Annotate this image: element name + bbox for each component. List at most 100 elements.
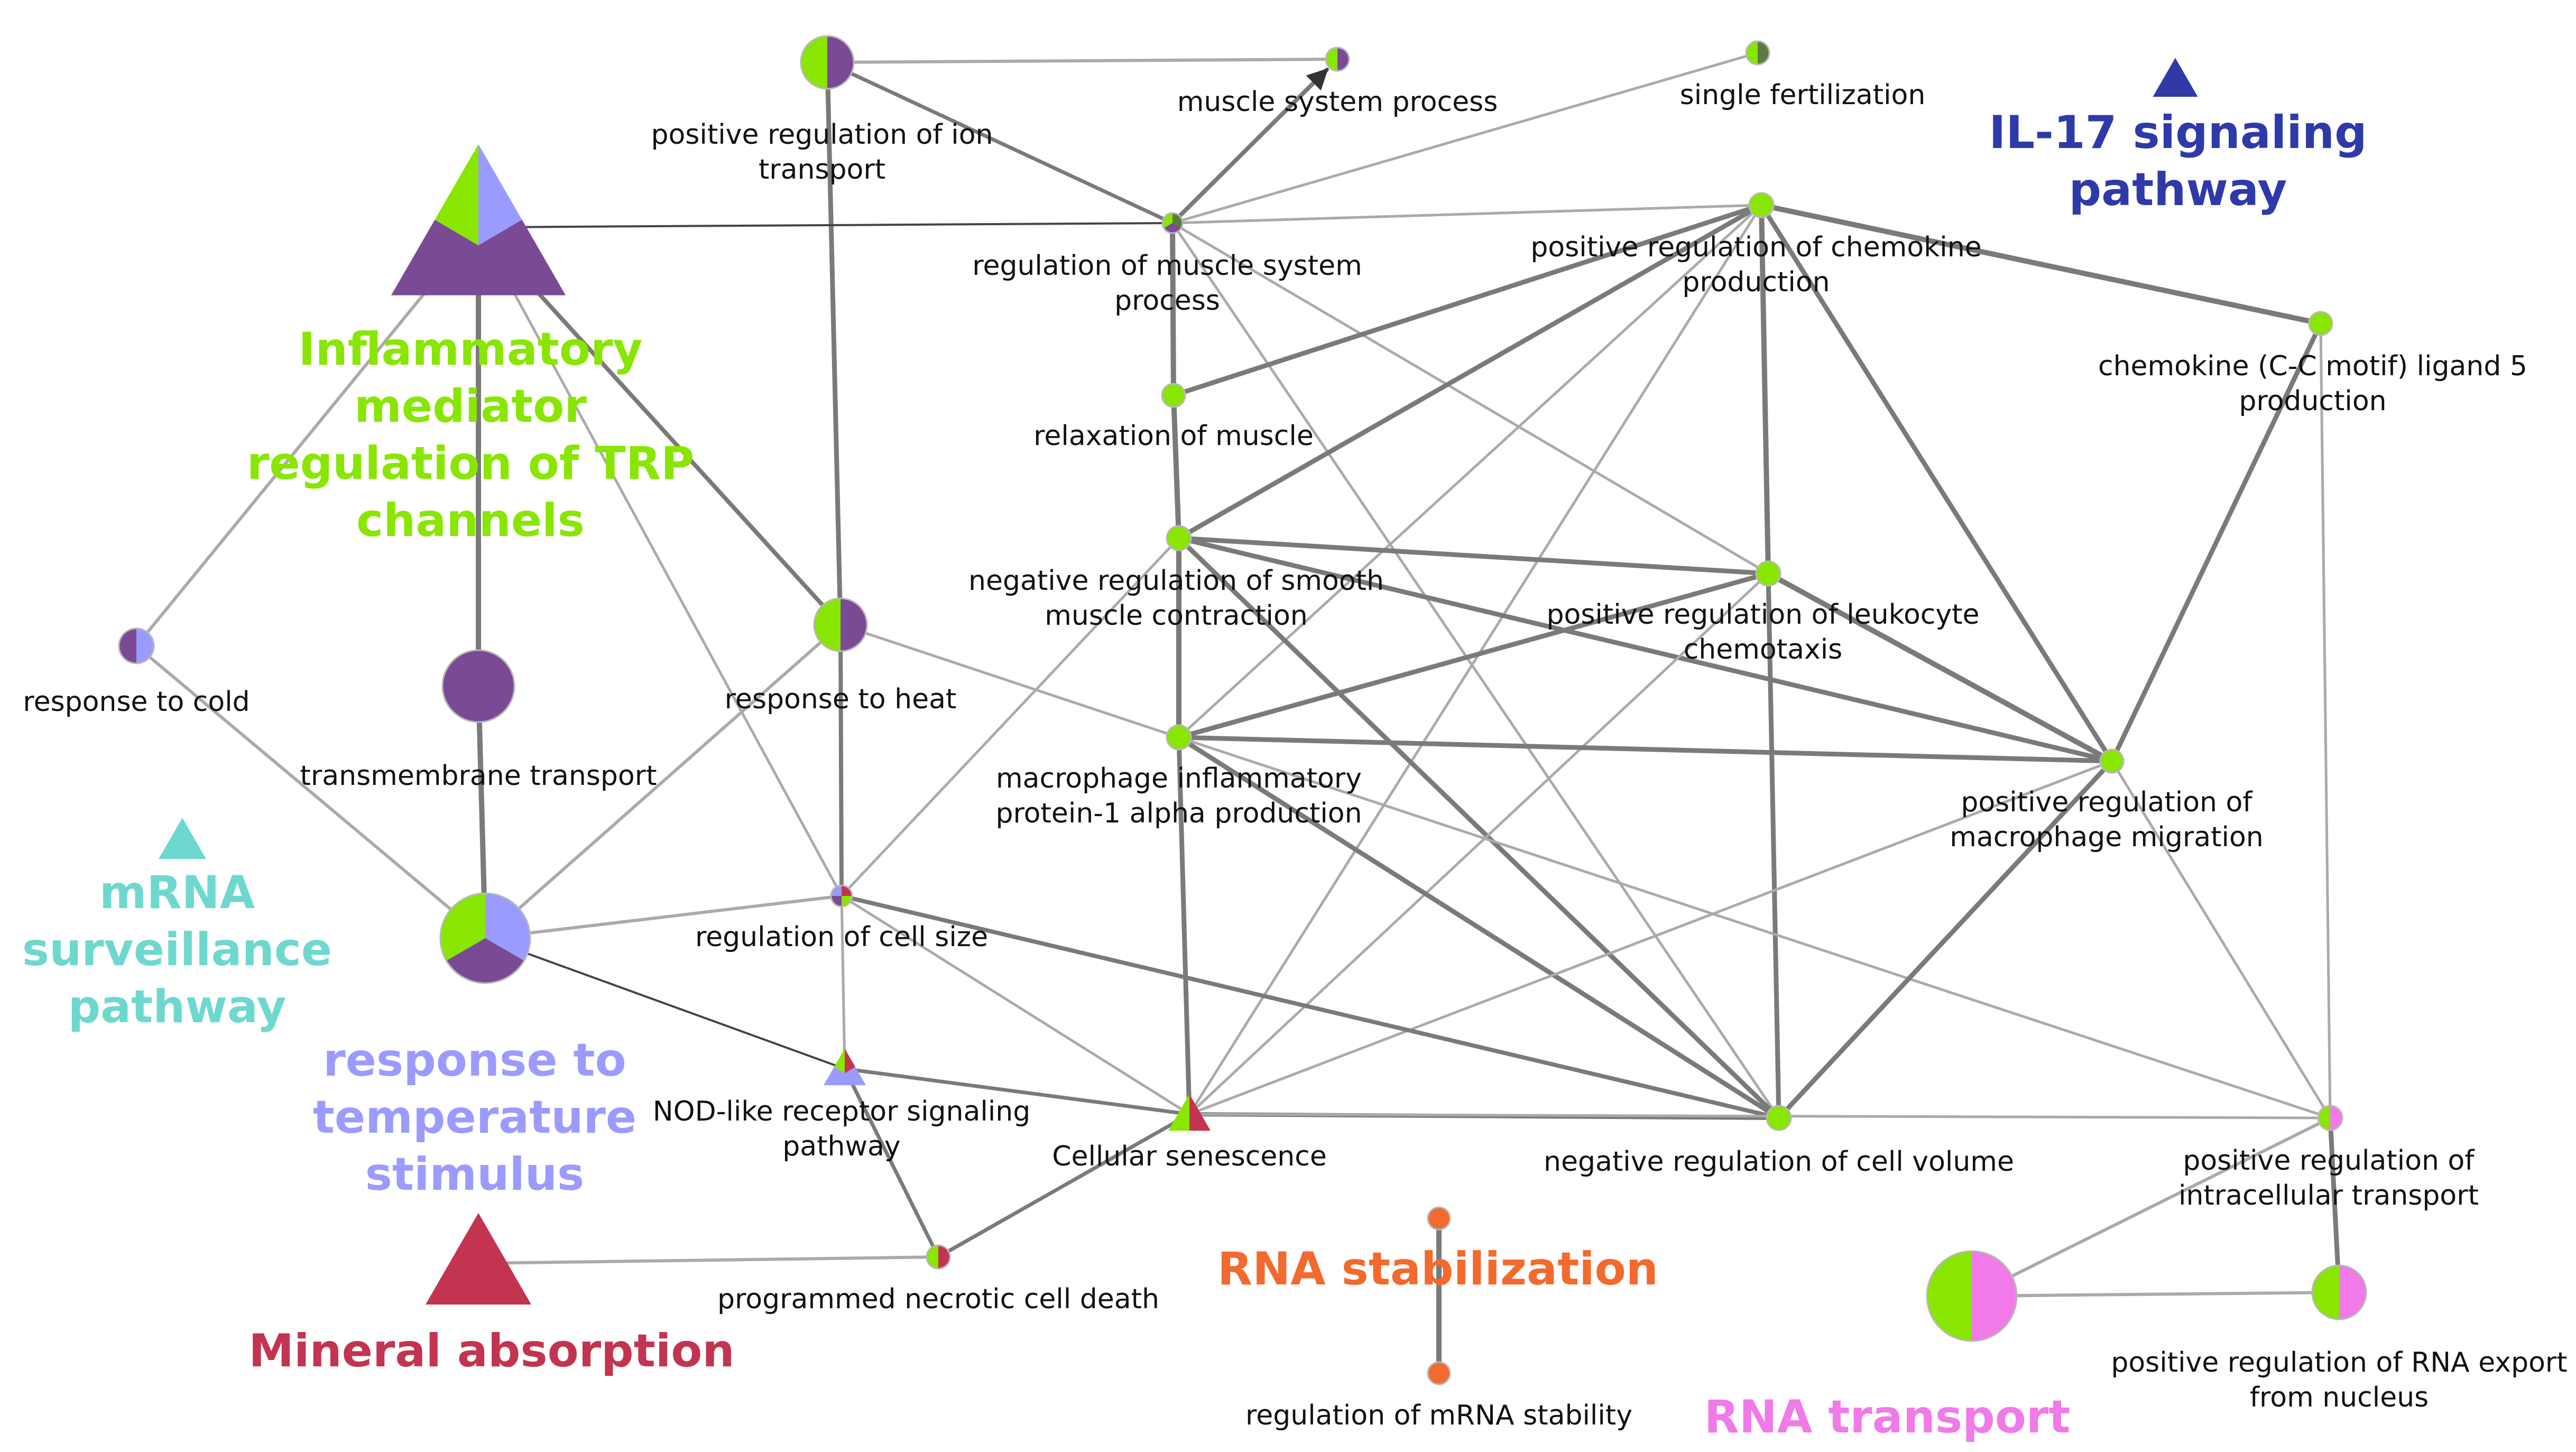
node-response-temperature[interactable] [439, 892, 531, 984]
node-il17[interactable] [2153, 58, 2198, 97]
node-neg-smooth-muscle[interactable] [1166, 525, 1192, 551]
edge-ion_transport-response_heat [825, 60, 843, 627]
node-rna-transport[interactable] [1926, 1250, 2018, 1342]
edge-reg_cell_size-cellular_senescence [840, 894, 1191, 1116]
node-label-mrna-stability: regulation of mRNA stability [1245, 1400, 1632, 1431]
edge-leukocyte_chemotaxis-neg_cell_volume [1766, 571, 1781, 1121]
node-intracellular-transport[interactable] [2317, 1105, 2343, 1131]
node-inflammatory-trp[interactable] [391, 144, 566, 295]
node-reg-muscle-system[interactable] [1161, 212, 1184, 234]
edges-layer [135, 51, 2342, 1376]
edge-cellular_senescence-intracellular_transport [1188, 1113, 2332, 1120]
edge-intracellular_transport-rna_export [2328, 1115, 2342, 1295]
node-neg-cell-volume[interactable] [1766, 1105, 1792, 1131]
node-macrophage-migration[interactable] [2099, 748, 2125, 774]
edge-chemokine_production-mip1a [1177, 204, 1763, 739]
node-response-cold[interactable] [118, 627, 155, 664]
node-cellular-senescence[interactable] [1168, 1094, 1211, 1131]
node-label-relaxation-muscle: relaxation of muscle [1033, 420, 1314, 452]
edge-relaxation_muscle-neg_smooth_muscle [1171, 393, 1181, 541]
edge-macrophage_migration-intracellular_transport [2110, 760, 2332, 1120]
edge-response_temperature-reg_cell_size [484, 894, 843, 940]
edge-ccl5-intracellular_transport [2319, 322, 2332, 1120]
node-mrna-stability[interactable] [1427, 1361, 1451, 1385]
node-single-fertilization[interactable] [1745, 40, 1770, 66]
edge-leukocyte_chemotaxis-mip1a [1176, 571, 1771, 740]
node-leukocyte-chemotaxis[interactable] [1755, 560, 1781, 587]
edge-chemokine_production-cellular_senescence [1188, 204, 1763, 1116]
edge-reg_cell_size-nod_like [840, 894, 846, 1070]
node-chemokine-production[interactable] [1748, 192, 1775, 218]
edge-leukocyte_chemotaxis-cellular_senescence [1188, 572, 1770, 1116]
node-label-programmed-necrotic: programmed necrotic cell death [717, 1283, 1159, 1315]
group-label-rna-stabilization-label: RNA stabilization [1217, 1243, 1658, 1296]
group-label-rna-transport-label: RNA transport [1704, 1391, 2071, 1444]
edge-ion_transport-muscle_system_process [826, 58, 1339, 64]
edge-chemokine_production-relaxation_muscle [1171, 202, 1764, 398]
node-label-transmembrane-transport: transmembrane transport [300, 760, 657, 792]
node-label-neg-cell-volume: negative regulation of cell volume [1544, 1146, 2014, 1178]
node-relaxation-muscle[interactable] [1161, 383, 1186, 408]
node-label-muscle-system-process: muscle system process [1177, 86, 1498, 118]
edge-chemokine_production-ccl5 [1759, 202, 2323, 326]
node-response-heat[interactable] [813, 597, 868, 652]
edge-ccl5-macrophage_migration [2109, 321, 2323, 764]
node-label-reg-cell-size: regulation of cell size [695, 921, 988, 953]
edge-chemokine_production-neg_smooth_muscle [1176, 202, 1764, 541]
edge-rna_transport-intracellular_transport [1970, 1116, 2332, 1298]
node-mineral-absorption[interactable] [426, 1213, 531, 1305]
edge-reg_muscle_system-leukocyte_chemotaxis [1171, 221, 1770, 575]
edge-reg_cell_size-neg_cell_volume [839, 894, 1781, 1120]
edge-neg_smooth_muscle-neg_cell_volume [1176, 535, 1781, 1121]
edge-neg_smooth_muscle-macrophage_migration [1176, 535, 2115, 764]
node-label-single-fertilization: single fertilization [1680, 79, 1926, 111]
node-mip1a[interactable] [1166, 724, 1192, 751]
edge-macrophage_migration-cellular_senescence [1188, 760, 2113, 1116]
node-ccl5[interactable] [2308, 311, 2333, 336]
edge-nod_like-programmed_necrotic [843, 1067, 940, 1259]
edge-neg_smooth_muscle-leukocyte_chemotaxis [1176, 535, 1771, 576]
edge-mip1a-cellular_senescence [1176, 735, 1192, 1117]
edge-leukocyte_chemotaxis-macrophage_migration [1766, 571, 2115, 764]
edge-mip1a-response_heat [839, 623, 1180, 739]
node-label-response-heat: response to heat [725, 683, 957, 715]
edge-macrophage_migration-neg_cell_volume [1776, 759, 2115, 1121]
node-label-response-cold: response to cold [23, 686, 250, 718]
node-label-cellular-senescence: Cellular senescence [1052, 1141, 1327, 1172]
node-rna-stabilization-node[interactable] [1427, 1206, 1451, 1231]
node-nod-like[interactable] [824, 1048, 866, 1086]
group-label-mineral-label: Mineral absorption [248, 1325, 734, 1377]
edge-inflammatory_trp-response_cold [135, 226, 480, 648]
edge-reg_muscle_system-muscle_system_process [1170, 67, 1329, 225]
node-muscle-system-process[interactable] [1325, 47, 1350, 72]
edge-chemokine_production-macrophage_migration [1759, 202, 2115, 764]
node-transmembrane-transport[interactable] [441, 649, 515, 723]
node-rna-export[interactable] [2311, 1264, 2367, 1320]
edge-mip1a-intracellular_transport [1177, 736, 2332, 1120]
edge-inflammatory_trp-reg_cell_size [477, 226, 843, 898]
edge-response_heat-reg_cell_size [838, 623, 844, 898]
edge-neg_smooth_muscle-reg_cell_size [840, 537, 1180, 898]
node-ion-transport[interactable] [800, 35, 855, 90]
edge-chemokine_production-leukocyte_chemotaxis [1759, 202, 1771, 576]
node-mrna-surveillance[interactable] [159, 818, 206, 859]
node-programmed-necrotic[interactable] [926, 1244, 951, 1270]
node-reg-cell-size[interactable] [830, 884, 853, 908]
edge-cellular_senescence-programmed_necrotic [936, 1112, 1192, 1259]
edge-response_heat-response_temperature [484, 623, 842, 940]
